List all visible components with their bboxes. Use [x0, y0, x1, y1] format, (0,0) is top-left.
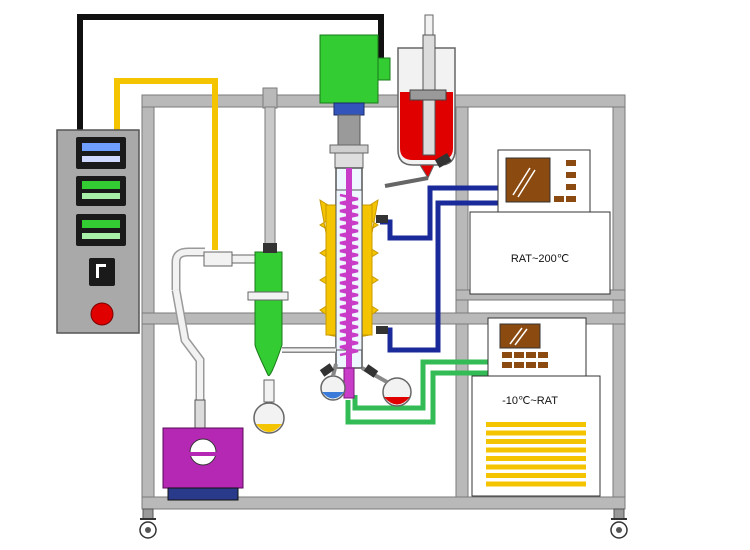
caster-wheel-icon: [139, 508, 157, 539]
chiller-coil-stripe: [486, 481, 586, 487]
lower-chiller-label: -10℃~RAT: [502, 395, 558, 407]
cooling-hose-outer: [345, 370, 490, 425]
chiller-coil-icon: [486, 422, 586, 487]
power-switch-icon: [89, 258, 115, 286]
vacuum-pump-icon: [162, 399, 244, 501]
heating-hose-upper: [380, 185, 500, 241]
chiller-coil-stripe: [486, 439, 586, 444]
chiller-unit-icon: -10℃~RAT: [471, 317, 601, 497]
temperature-display-green-2: [76, 214, 126, 246]
chiller-coil-stripe: [486, 422, 586, 427]
distillate-flask-icon: [361, 364, 412, 407]
motor-icon: [319, 34, 391, 169]
heater-cable-line: [114, 78, 218, 250]
temperature-display-blue: [76, 137, 126, 169]
distillation-column-icon: [319, 167, 388, 399]
cooling-hose-inner: [352, 359, 490, 411]
temperature-display-green-1: [76, 176, 126, 206]
chiller-coil-stripe: [486, 456, 586, 461]
power-cable-line: [77, 14, 384, 130]
caster-wheel-icon: [610, 508, 628, 539]
receiving-flask-icon: [253, 379, 285, 434]
stop-button-icon: [90, 302, 114, 326]
residue-flask-icon: [319, 363, 346, 401]
feed-funnel-icon: [384, 14, 456, 188]
condenser-icon: [171, 243, 336, 405]
chiller-coil-stripe: [486, 464, 586, 470]
chiller-coil-stripe: [486, 473, 586, 478]
chiller-coil-stripe: [486, 430, 586, 436]
heater-unit-icon: RAT~200℃: [469, 149, 611, 295]
heating-hose-lower: [380, 200, 500, 353]
chiller-coil-stripe: [486, 447, 586, 453]
control-box-icon: [56, 129, 140, 334]
upper-thermostat-label: RAT~200℃: [511, 253, 569, 265]
